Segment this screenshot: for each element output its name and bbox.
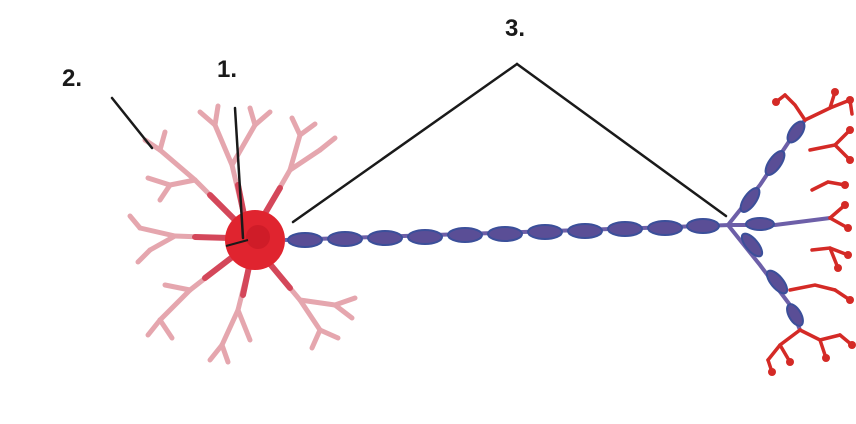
axon (285, 219, 730, 247)
leader-line-2 (112, 98, 152, 148)
label-2: 2. (62, 67, 82, 91)
leader-line-3b (517, 64, 726, 216)
leader-lines (112, 64, 726, 238)
cell-body (225, 210, 285, 270)
label-3: 3. (505, 17, 525, 41)
label-1: 1. (217, 58, 237, 82)
terminal-buttons (768, 88, 856, 376)
axon-terminals (768, 92, 852, 372)
